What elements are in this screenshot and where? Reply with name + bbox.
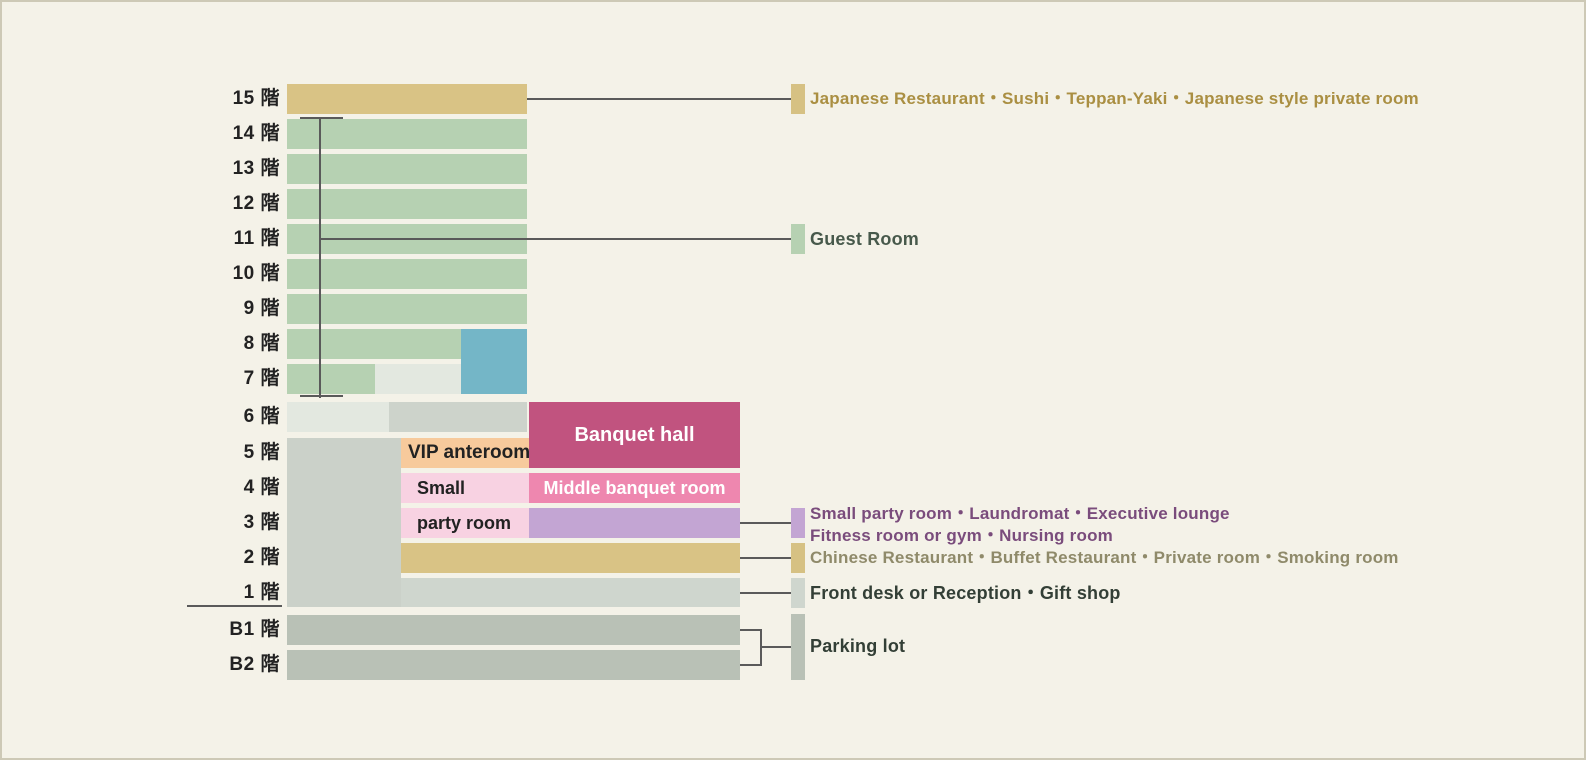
middle-banquet-room-label: Middle banquet room: [543, 477, 726, 498]
floor-6-gray-block: [389, 402, 527, 432]
floor-6-light-block: [287, 402, 389, 432]
guest-room-block-10: [287, 259, 527, 289]
floor-label-15: 15 階: [232, 88, 280, 109]
floor-label-b1: B1 階: [229, 619, 280, 640]
floor-3-purple-block: [529, 508, 740, 538]
guest-room-range-line: [319, 118, 321, 398]
connector-parking: [760, 646, 791, 648]
small-party-room-block-4f: Small: [401, 473, 529, 503]
connector-floor-1: [740, 592, 791, 594]
small-party-room-label-line1: Small: [417, 478, 466, 498]
legend-swatch-guest-room: [791, 224, 805, 254]
connector-floor-3: [740, 522, 791, 524]
lower-tower-gray-block: [287, 438, 401, 607]
legend-text-floor-1: Front desk or Reception・Gift shop: [810, 583, 1121, 603]
guest-room-block-7: [287, 364, 375, 394]
connector-b1-arm: [740, 629, 762, 631]
floor-2-restaurant-block: [401, 543, 740, 573]
guest-room-block-8: [287, 329, 461, 359]
floor-label-14: 14 階: [232, 123, 280, 144]
legend-swatch-floor-2: [791, 543, 805, 573]
floor-label-4: 4 階: [243, 477, 280, 498]
floor-label-2: 2 階: [243, 547, 280, 568]
floor-label-9: 9 階: [243, 298, 280, 319]
small-party-room-block-3f: party room: [401, 508, 529, 538]
guest-room-block-9: [287, 294, 527, 324]
basement-1-parking-block: [287, 615, 740, 645]
banquet-hall-label: Banquet hall: [574, 423, 695, 446]
legend-text-floor-15: Japanese Restaurant・Sushi・Teppan-Yaki・Ja…: [810, 89, 1419, 108]
basement-2-parking-block: [287, 650, 740, 680]
guest-room-block-12: [287, 189, 527, 219]
guest-room-block-13: [287, 154, 527, 184]
connector-b2-arm: [740, 664, 762, 666]
floor-label-7: 7 階: [243, 368, 280, 389]
legend-text-guest-room: Guest Room: [810, 229, 920, 249]
floor-label-13: 13 階: [232, 158, 280, 179]
connector-floor-2: [740, 557, 791, 559]
floor-label-1: 1 階: [243, 582, 280, 603]
floor-label-5: 5 階: [243, 442, 280, 463]
legend-text-parking: Parking lot: [810, 636, 906, 656]
floor-1-lobby-block: [401, 578, 740, 607]
vip-anteroom-label: VIP anteroom: [408, 442, 531, 463]
middle-banquet-room-block: Middle banquet room: [529, 473, 740, 503]
guest-room-block-14: [287, 119, 527, 149]
floor-label-b2: B2 階: [229, 654, 280, 675]
legend-swatch-floor-1: [791, 578, 805, 608]
floor-label-12: 12 階: [232, 193, 280, 214]
floor-label-3: 3 階: [243, 512, 280, 533]
legend-swatch-floor-3: [791, 508, 805, 538]
small-party-room-label-line2: party room: [417, 513, 512, 533]
floor-7-light-block: [375, 364, 461, 394]
floor-label-6: 6 階: [243, 406, 280, 427]
legend-text-floor-3-line2: Fitness room or gym・Nursing room: [810, 526, 1113, 545]
floor-label-10: 10 階: [232, 263, 280, 284]
vip-anteroom-block: VIP anteroom: [401, 438, 531, 468]
guest-room-range-cap-bottom: [300, 395, 343, 397]
legend-text-floor-3: Small party room・Laundromat・Executive lo…: [810, 503, 1230, 547]
floor-label-8: 8 階: [243, 333, 280, 354]
guest-room-range-cap-top: [300, 117, 343, 119]
legend-text-floor-2: Chinese Restaurant・Buffet Restaurant・Pri…: [810, 548, 1399, 567]
floor-15-restaurant-block: [287, 84, 527, 114]
connector-guest-room: [320, 238, 791, 240]
connector-floor-15: [527, 98, 791, 100]
banquet-hall-block: Banquet hall: [529, 402, 740, 468]
legend-text-floor-3-line1: Small party room・Laundromat・Executive lo…: [810, 504, 1230, 523]
floor-label-11: 11 階: [233, 228, 280, 249]
blue-facility-block: [461, 329, 527, 394]
legend-swatch-parking: [791, 614, 805, 680]
legend-swatch-floor-15: [791, 84, 805, 114]
ground-level-line: [187, 605, 282, 607]
